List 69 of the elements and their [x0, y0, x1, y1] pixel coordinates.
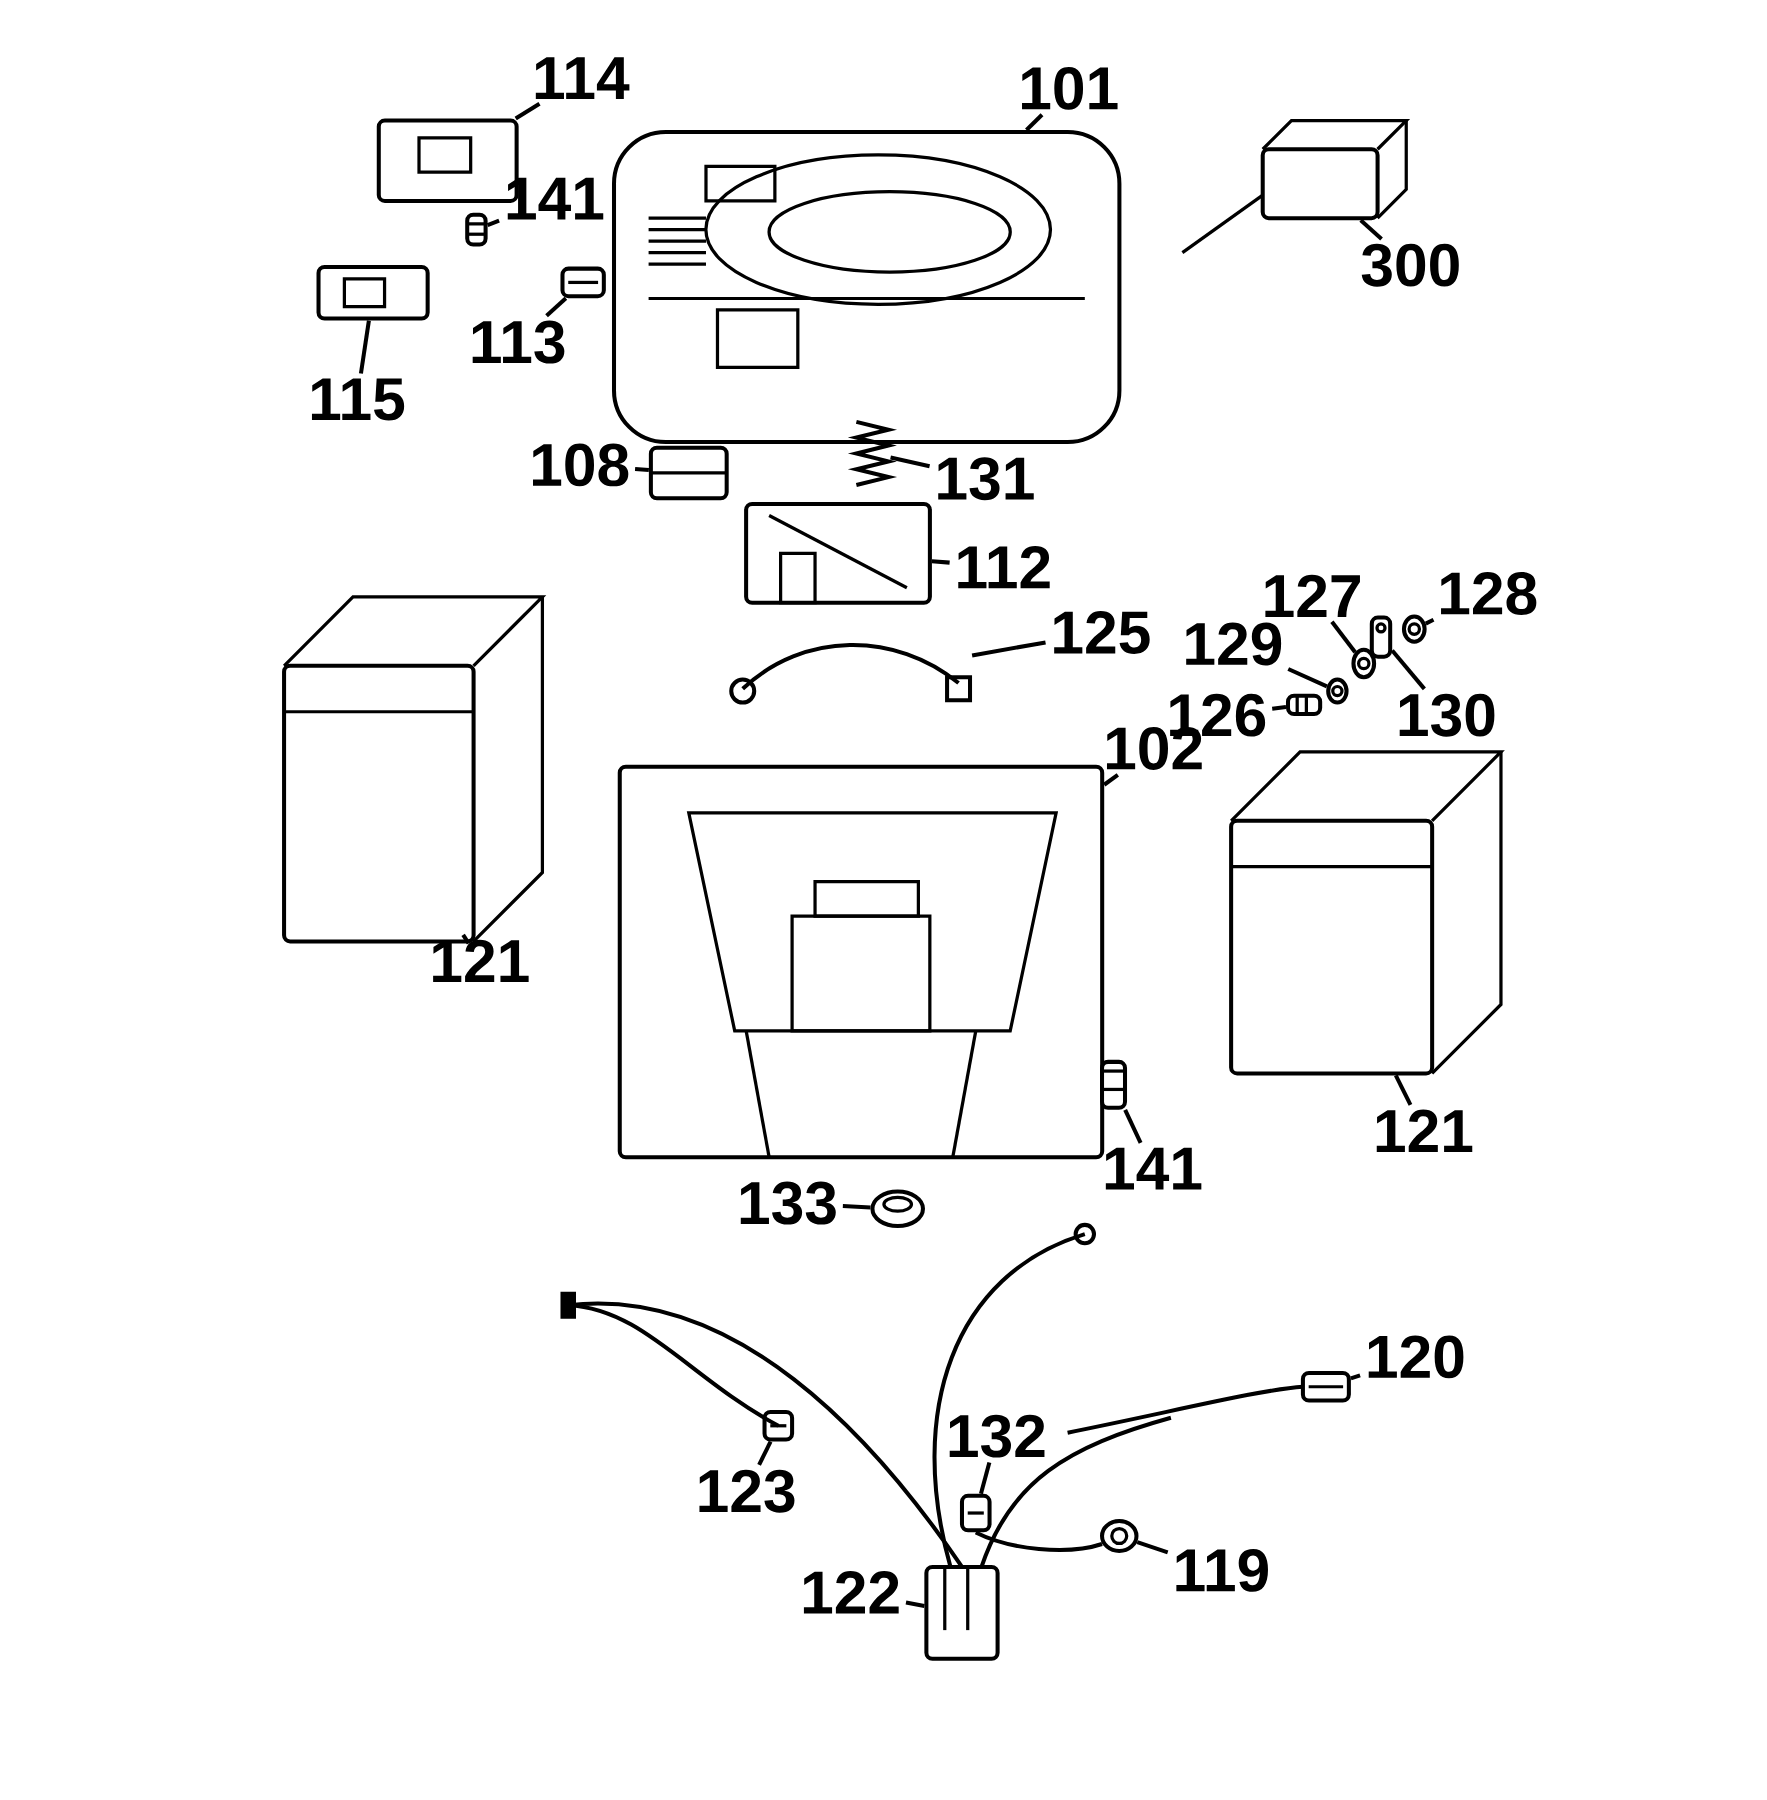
callout-number: 121	[433, 939, 529, 982]
callout-number: 112	[958, 545, 1050, 589]
leader-line	[545, 296, 568, 318]
circuit-board-drawing	[316, 264, 430, 321]
callout-number: 114	[536, 57, 630, 99]
callout-number: 121	[1376, 1109, 1473, 1152]
washer-drawing	[1326, 677, 1349, 705]
callout-number: 133	[740, 1181, 836, 1225]
leader-line	[1330, 620, 1357, 654]
leader-line	[1359, 218, 1384, 241]
screw-drawing	[1100, 1059, 1128, 1110]
leader-line	[1425, 618, 1435, 626]
connector-block-drawing	[924, 1564, 1000, 1661]
callout-number: 132	[949, 1414, 1045, 1458]
leader-line	[890, 455, 931, 469]
handle-drawing	[744, 501, 933, 605]
leader-line	[487, 218, 500, 228]
callout-number: 108	[533, 443, 629, 487]
leader-line	[1390, 649, 1427, 691]
leader-line	[1136, 1540, 1169, 1555]
leader-line	[1103, 773, 1120, 787]
nut-drawing	[1402, 614, 1427, 644]
plug-drawing	[870, 1189, 926, 1229]
callout-number: 120	[1368, 1335, 1464, 1379]
terminal-lug-drawing	[1369, 615, 1393, 659]
leader-line	[1350, 1373, 1361, 1381]
callout-number: 115	[312, 378, 405, 421]
callout-number: 113	[472, 320, 565, 364]
leader-line	[905, 1600, 925, 1608]
leader-line	[931, 559, 950, 565]
cable-drawing	[729, 643, 973, 705]
callout-number: 128	[1441, 572, 1537, 615]
leader-line	[979, 1461, 992, 1495]
callout-number: 125	[1054, 611, 1150, 654]
callout-number: 127	[1265, 574, 1361, 617]
leader-line	[635, 467, 650, 473]
callout-number: 141	[1106, 1147, 1202, 1190]
leader-line	[1025, 113, 1044, 132]
cover-drawing	[612, 129, 1122, 445]
callout-number: 130	[1399, 693, 1495, 737]
screw-drawing	[465, 212, 488, 247]
leader-line	[757, 1440, 773, 1466]
leader-line	[1287, 667, 1328, 689]
battery-drawing	[1229, 750, 1505, 1076]
leader-line	[971, 640, 1047, 658]
housing-drawing	[617, 764, 1105, 1160]
leader-line	[1272, 705, 1287, 711]
callout-number: 141	[507, 177, 604, 220]
callout-number: 129	[1186, 622, 1282, 666]
bolt-drawing	[1286, 693, 1323, 717]
leader-line	[1394, 1074, 1413, 1106]
connector-drawing	[960, 1493, 992, 1533]
clip-drawing	[560, 266, 606, 299]
spring-drawing	[848, 419, 898, 487]
connector-drawing	[762, 1410, 795, 1442]
callout-number: 119	[1176, 1549, 1269, 1592]
leader-line	[1123, 1108, 1143, 1144]
leader-line	[461, 933, 471, 945]
ring-terminal-drawing	[1100, 1519, 1139, 1553]
leader-line	[842, 1203, 871, 1210]
callout-number: 122	[804, 1571, 899, 1614]
callout-number: 101	[1022, 66, 1118, 110]
leader-line	[359, 320, 372, 374]
callout-number: 300	[1361, 243, 1459, 287]
connector-drawing	[1301, 1370, 1352, 1403]
leader-line	[514, 102, 541, 121]
callout-number: 131	[938, 457, 1034, 501]
rocker-switch-drawing	[649, 445, 729, 501]
callout-number: 123	[699, 1469, 795, 1513]
